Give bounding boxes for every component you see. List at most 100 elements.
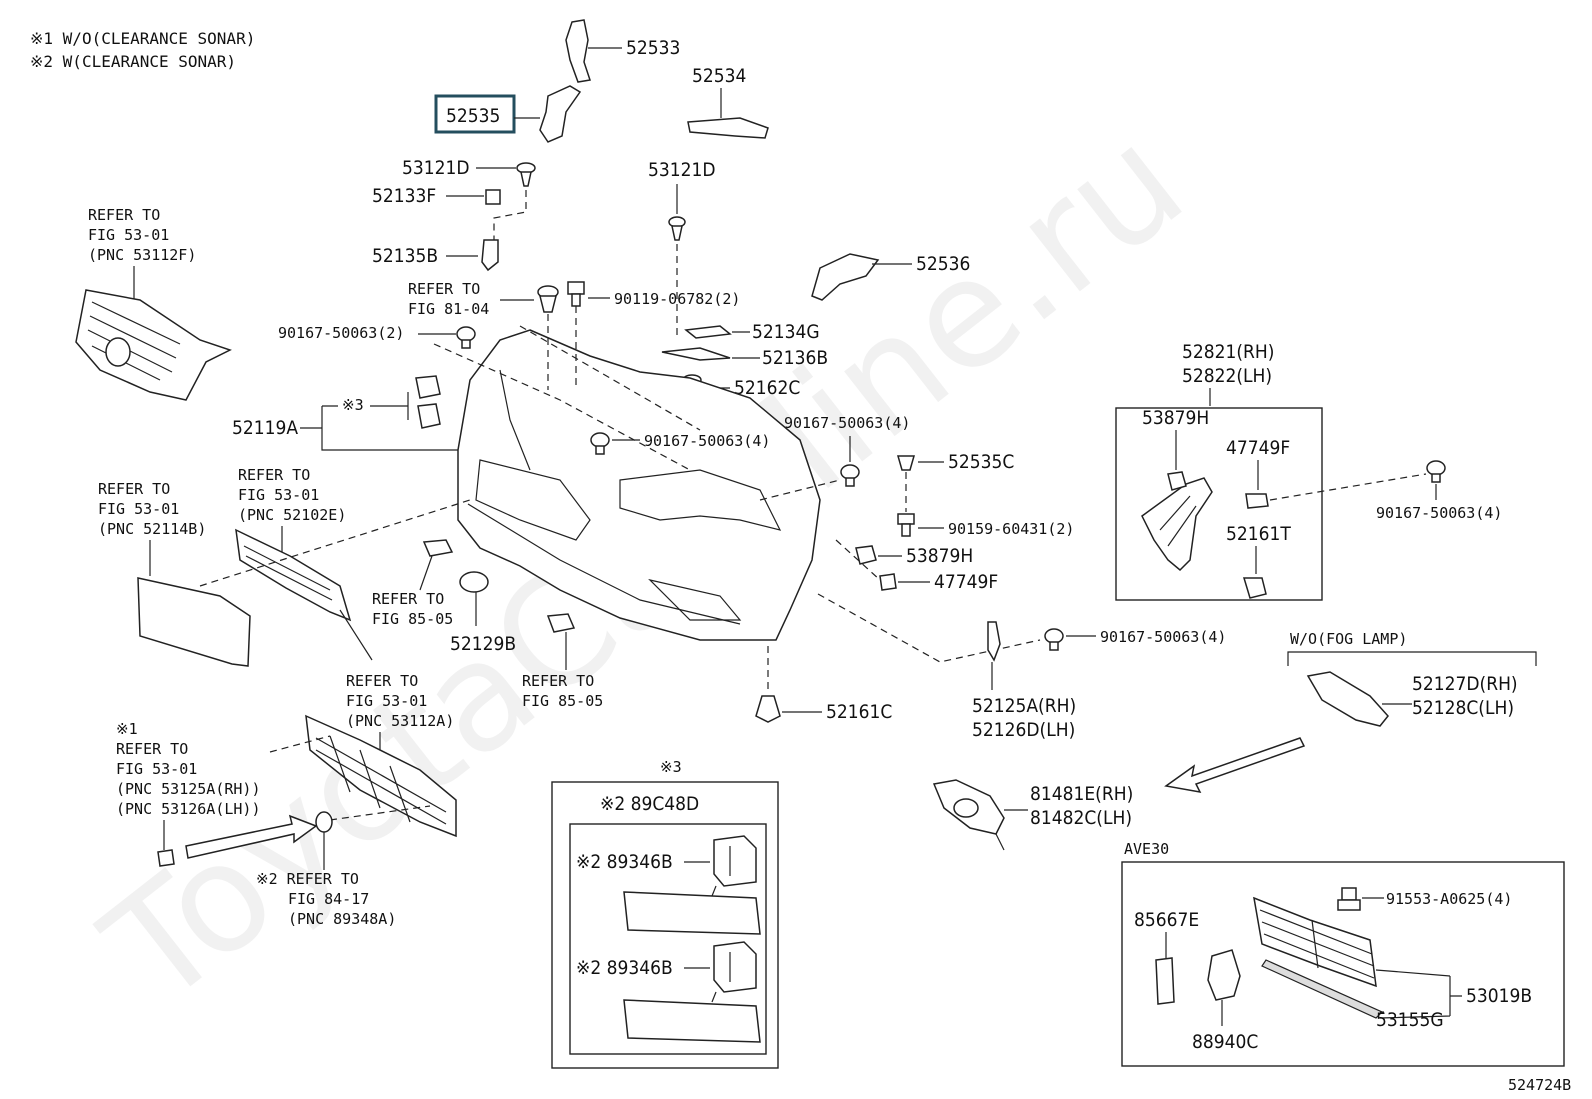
label-52126D[interactable]: 52126D(LH) [972, 719, 1075, 741]
part-89346B-a-sensor-retainer[interactable] [711, 835, 757, 897]
part-52535C-clip[interactable] [897, 455, 915, 471]
part-53155G-seal[interactable] [1261, 959, 1384, 1019]
label-52162C[interactable]: 52162C [734, 377, 800, 399]
label-90167-b[interactable]: 90167-50063(4) [644, 432, 770, 450]
part-52533-bracket[interactable] [565, 19, 622, 83]
part-52161T-clip[interactable] [1242, 577, 1267, 599]
label-47749F-b[interactable]: 47749F [1226, 437, 1290, 459]
label-90119[interactable]: 90119-06782(2) [614, 290, 740, 308]
part-89346B-b-pad[interactable] [623, 999, 761, 1043]
label-89346B-a[interactable]: ※2 89346B [576, 851, 673, 873]
label-52135B[interactable]: 52135B [372, 245, 438, 267]
part-sensor-ring[interactable] [315, 811, 333, 833]
part-85667E-label[interactable] [1155, 957, 1175, 1005]
part-53121D-b-clip[interactable] [668, 216, 686, 241]
part-front-grille[interactable] [75, 289, 232, 401]
label-52161T[interactable]: 52161T [1226, 523, 1291, 545]
part-53879H-a-retainer[interactable] [855, 545, 877, 565]
ref-7-line3: (PNC 53112A) [346, 712, 454, 730]
label-90167-d[interactable]: 90167-50063(4) [1100, 628, 1226, 646]
label-53121D-b[interactable]: 53121D [648, 159, 716, 181]
label-52125A[interactable]: 52125A(RH) [972, 695, 1076, 717]
label-52128C[interactable]: 52128C(LH) [1412, 697, 1514, 719]
label-91553[interactable]: 91553-A0625(4) [1386, 890, 1512, 908]
part-52133F-nut[interactable] [485, 189, 501, 205]
part-bolt-90167-b[interactable] [590, 432, 610, 455]
part-52134G[interactable] [684, 325, 732, 339]
part-bolt-90167-c[interactable] [840, 464, 860, 487]
label-52134G[interactable]: 52134G [752, 321, 820, 343]
label-53121D-a[interactable]: 53121D [402, 157, 470, 179]
part-52534-bracket[interactable] [687, 88, 769, 139]
label-52161C[interactable]: 52161C [826, 701, 892, 723]
part-lower-grille-molding[interactable] [235, 528, 373, 661]
arrow-left [185, 814, 318, 859]
part-lower-radiator-grille[interactable] [305, 714, 457, 838]
part-bolt-90167-d[interactable] [1044, 628, 1064, 651]
part-88940C-sensor[interactable] [1207, 949, 1241, 1001]
part-bolt-91553[interactable] [1337, 887, 1361, 911]
label-52534[interactable]: 52534 [692, 65, 746, 87]
label-90167-a[interactable]: 90167-50063(2) [278, 324, 404, 342]
box-89C48D [551, 781, 779, 1069]
label-89346B-b[interactable]: ※2 89346B [576, 957, 673, 979]
label-88940C[interactable]: 88940C [1192, 1031, 1258, 1053]
label-90159[interactable]: 90159-60431(2) [948, 520, 1074, 538]
label-89C48D[interactable]: ※2 89C48D [600, 793, 699, 815]
part-grille-clip-a[interactable] [422, 539, 454, 557]
label-81482C[interactable]: 81482C(LH) [1030, 807, 1132, 829]
part-52536-bracket[interactable] [811, 253, 912, 301]
part-bumper-side-bracket[interactable] [1141, 471, 1213, 572]
part-47749F-a-screw[interactable] [879, 573, 897, 591]
label-53155G[interactable]: 53155G [1376, 1009, 1444, 1031]
part-bolt-90167-e[interactable] [1426, 460, 1446, 483]
part-52119A-clips[interactable] [415, 375, 441, 429]
part-81481E-fog-bezel[interactable] [932, 779, 1005, 851]
label-52136B[interactable]: 52136B [762, 347, 828, 369]
label-52127D[interactable]: 52127D(RH) [1412, 673, 1518, 695]
label-52536[interactable]: 52536 [916, 253, 970, 275]
part-89346B-a-pad[interactable] [623, 891, 761, 935]
label-52129B[interactable]: 52129B [450, 633, 516, 655]
part-52136B[interactable] [661, 347, 731, 361]
ref-4-line1: REFER TO [238, 466, 310, 484]
label-52535C[interactable]: 52535C [948, 451, 1014, 473]
label-90167-c[interactable]: 90167-50063(4) [784, 414, 910, 432]
label-52533[interactable]: 52533 [626, 37, 680, 59]
label-52119A[interactable]: 52119A [232, 417, 298, 439]
part-52161C-clip[interactable] [755, 695, 781, 723]
ref-8-line2: REFER TO [116, 740, 188, 758]
label-53019B[interactable]: 53019B [1466, 985, 1532, 1007]
label-53879H-b[interactable]: 53879H [1142, 407, 1209, 429]
label-53879H-a[interactable]: 53879H [906, 545, 973, 567]
label-52822[interactable]: 52822(LH) [1182, 365, 1272, 387]
label-52535[interactable]: 52535 [446, 105, 500, 127]
part-emblem-clip[interactable] [157, 849, 175, 867]
label-81481E[interactable]: 81481E(RH) [1030, 783, 1133, 805]
part-52125A-retainer[interactable] [987, 621, 1001, 662]
part-52127D-fog-cover[interactable] [1306, 671, 1389, 727]
label-52133F[interactable]: 52133F [372, 185, 436, 207]
part-53019B-shutter[interactable] [1253, 896, 1377, 988]
label-52821[interactable]: 52821(RH) [1182, 341, 1274, 363]
part-license-plate-bracket[interactable] [137, 577, 251, 667]
part-bolt-90167-a[interactable] [456, 326, 476, 349]
part-52129B-cover[interactable] [459, 571, 489, 593]
part-bolt-90119[interactable] [567, 281, 585, 307]
label-47749F-a[interactable]: 47749F [934, 571, 998, 593]
note-1: ※1 W/O(CLEARANCE SONAR) [30, 29, 255, 48]
part-grille-clip-b[interactable] [546, 613, 576, 633]
label-85667E[interactable]: 85667E [1134, 909, 1199, 931]
ref-2-line1: REFER TO [408, 280, 480, 298]
part-clip-a[interactable] [537, 285, 559, 313]
part-53121D-a-clip[interactable] [516, 162, 536, 187]
part-47749F-b-screw[interactable] [1245, 493, 1269, 509]
part-52535-bracket[interactable] [514, 85, 582, 143]
part-52135B-bracket[interactable] [481, 239, 499, 272]
ref-8-line4: (PNC 53125A(RH)) [116, 780, 261, 798]
part-front-bumper-cover[interactable] [457, 329, 821, 641]
note-2: ※2 W(CLEARANCE SONAR) [30, 52, 236, 71]
part-89346B-b-sensor-retainer[interactable] [711, 941, 757, 1003]
part-bolt-90159[interactable] [897, 513, 915, 537]
label-90167-e[interactable]: 90167-50063(4) [1376, 504, 1502, 522]
